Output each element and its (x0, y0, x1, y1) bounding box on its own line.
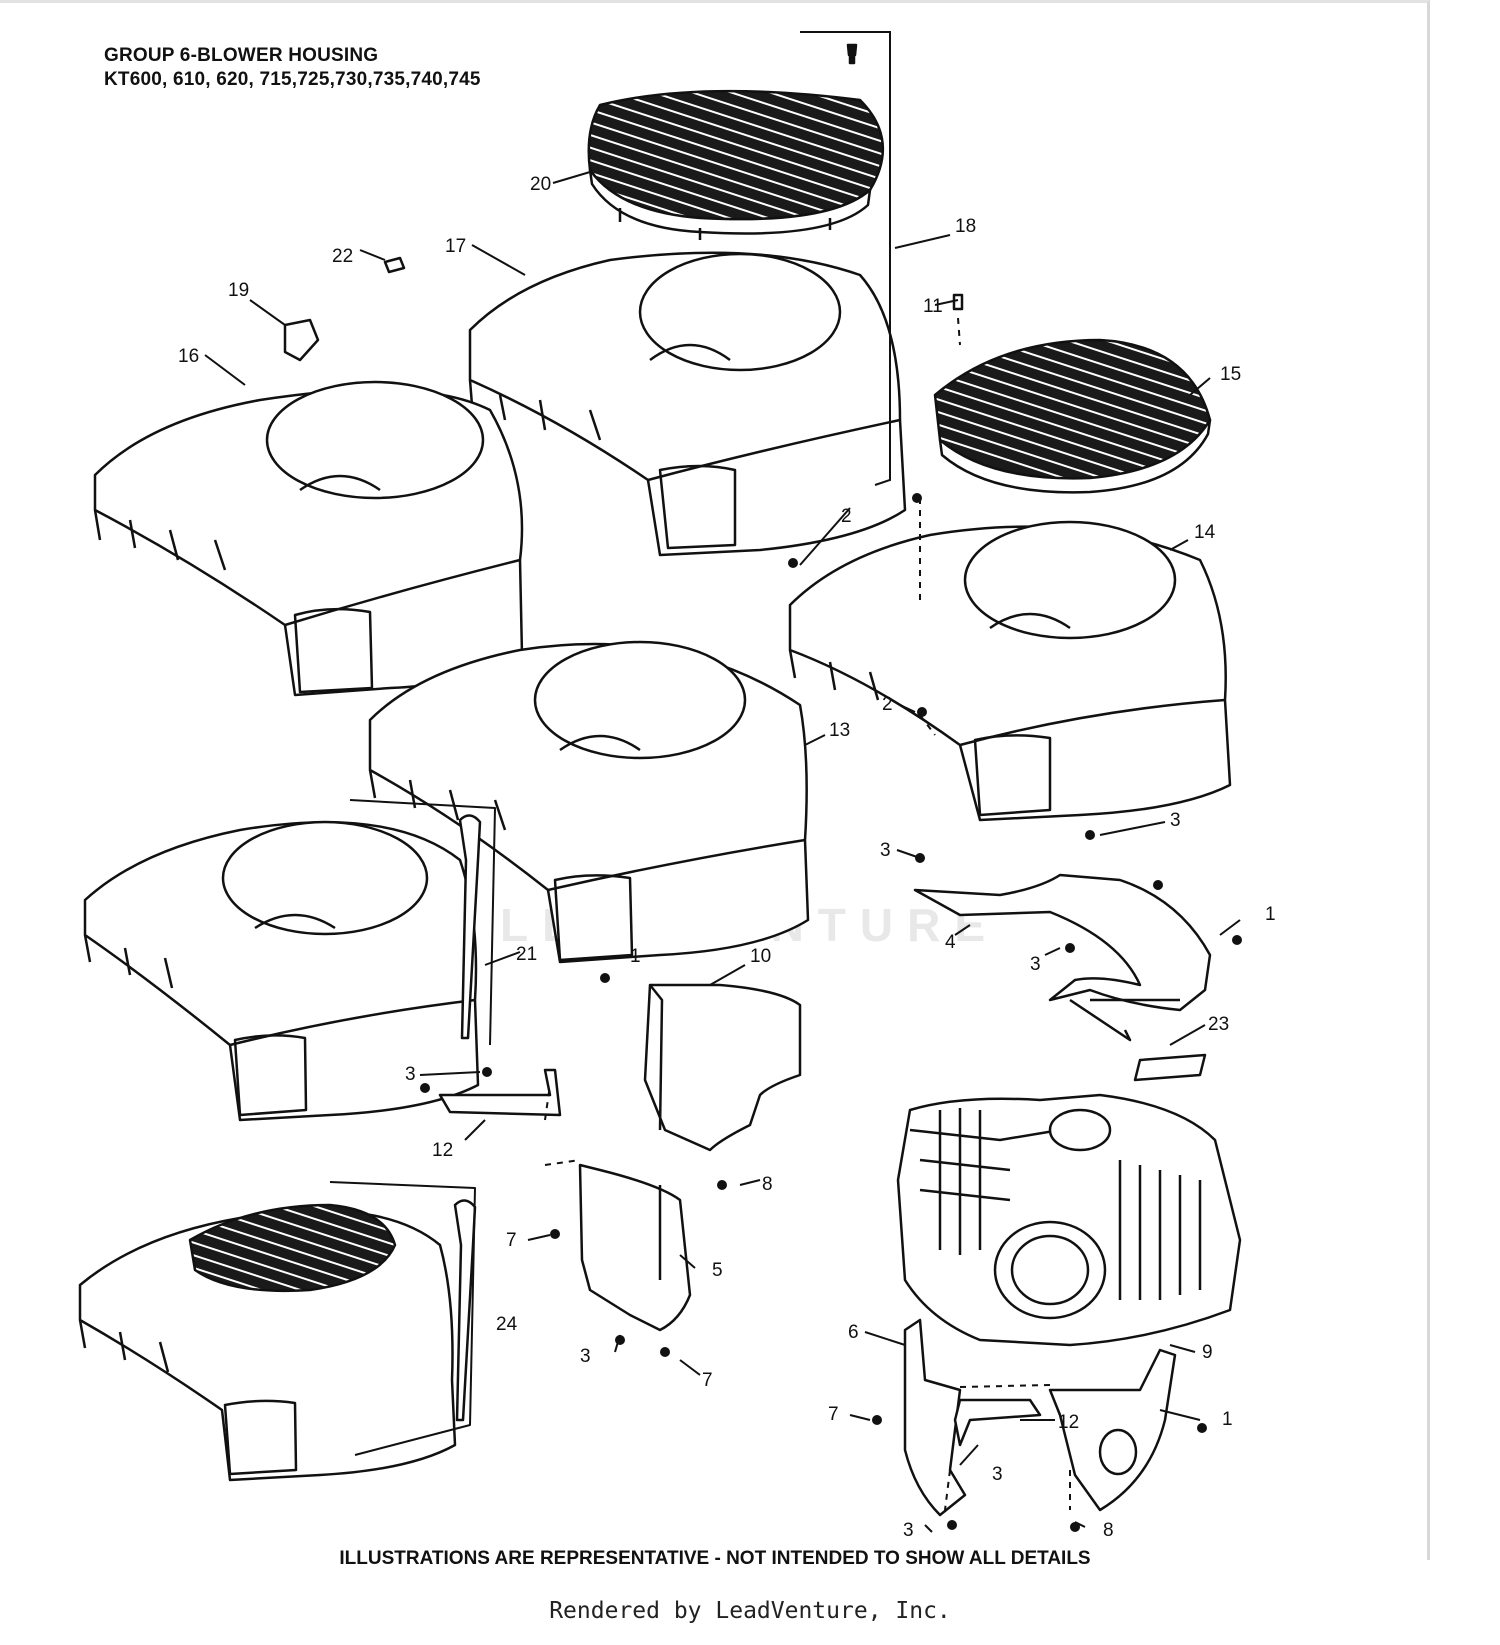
callout-5: 5 (712, 1260, 723, 1281)
callout-3e: 3 (580, 1346, 591, 1367)
callout-12b: 12 (1058, 1412, 1079, 1433)
callout-3g: 3 (903, 1520, 914, 1541)
callout-11: 11 (923, 296, 943, 317)
callout-3f: 3 (992, 1464, 1003, 1485)
blower-housing-14 (788, 520, 1232, 822)
callout-3a: 3 (1170, 810, 1181, 831)
bracket-4 (913, 873, 1212, 1042)
callout-10: 10 (750, 946, 771, 967)
gasket-23 (1133, 1053, 1207, 1082)
credit-text: Rendered by LeadVenture, Inc. (549, 1598, 951, 1624)
callout-12a: 12 (432, 1140, 453, 1161)
callout-3d: 3 (405, 1064, 416, 1085)
callout-22: 22 (332, 246, 353, 267)
blower-housing-24 (78, 1203, 457, 1482)
callout-15: 15 (1220, 364, 1241, 385)
blower-housing-13 (368, 640, 810, 964)
callout-23: 23 (1208, 1014, 1229, 1035)
callout-8b: 8 (1103, 1520, 1114, 1541)
callout-18: 18 (955, 216, 976, 237)
grille-screen-20 (587, 89, 885, 240)
callout-9: 9 (1202, 1342, 1213, 1363)
callout-7c: 7 (828, 1404, 839, 1425)
callout-2b: 2 (882, 694, 893, 715)
dipstick-21 (458, 814, 482, 1040)
callout-1c: 1 (1222, 1409, 1233, 1430)
baffle-5 (578, 1163, 692, 1332)
baffle-10 (643, 983, 802, 1152)
callout-7b: 7 (702, 1370, 713, 1391)
callout-24: 24 (496, 1314, 518, 1335)
screw-22 (383, 256, 406, 274)
blower-housing-21 (83, 820, 480, 1122)
fasteners (420, 493, 1242, 1532)
screw-18 (846, 43, 858, 65)
bracket-12-left (438, 1068, 562, 1117)
leader-lines (204, 31, 1241, 1533)
callout-3c: 3 (1030, 954, 1041, 975)
bracket-12-right (953, 1398, 1042, 1447)
callout-17: 17 (445, 236, 466, 257)
callout-13: 13 (829, 720, 850, 741)
bracket-line-21 (349, 799, 496, 1046)
callout-1b: 1 (630, 946, 641, 967)
callout-14: 14 (1194, 522, 1216, 543)
grille-screen-15 (933, 338, 1212, 494)
callout-labels: 20 18 17 22 19 11 16 15 2 14 2 13 3 3 1 … (178, 174, 1276, 1541)
callout-16: 16 (178, 346, 199, 367)
callout-21: 21 (516, 944, 537, 965)
callout-8a: 8 (762, 1174, 773, 1195)
baffle-6 (903, 1318, 967, 1517)
disclaimer-text: ILLUSTRATIONS ARE REPRESENTATIVE - NOT I… (339, 1548, 1091, 1569)
page-frame (0, 0, 1430, 1560)
baffle-9 (1048, 1348, 1177, 1512)
dipstick-24 (453, 1199, 477, 1422)
callout-4: 4 (945, 932, 956, 953)
callout-3b: 3 (880, 840, 891, 861)
callout-7a: 7 (506, 1230, 517, 1251)
model-list: KT600, 610, 620, 715,725,730,735,740,745 (104, 69, 481, 90)
engine-block (896, 1093, 1242, 1347)
blower-housing-17 (468, 251, 907, 557)
callout-20: 20 (530, 174, 551, 195)
callout-1a: 1 (1265, 904, 1276, 925)
blower-housing-16 (93, 380, 524, 697)
bracket-line-24 (329, 1181, 476, 1456)
callout-6: 6 (848, 1322, 859, 1343)
callout-2a: 2 (841, 506, 852, 527)
diagram-title: GROUP 6-BLOWER HOUSING (104, 45, 379, 66)
clip-19 (283, 318, 320, 362)
screw-11 (952, 293, 964, 311)
callout-19: 19 (228, 280, 249, 301)
